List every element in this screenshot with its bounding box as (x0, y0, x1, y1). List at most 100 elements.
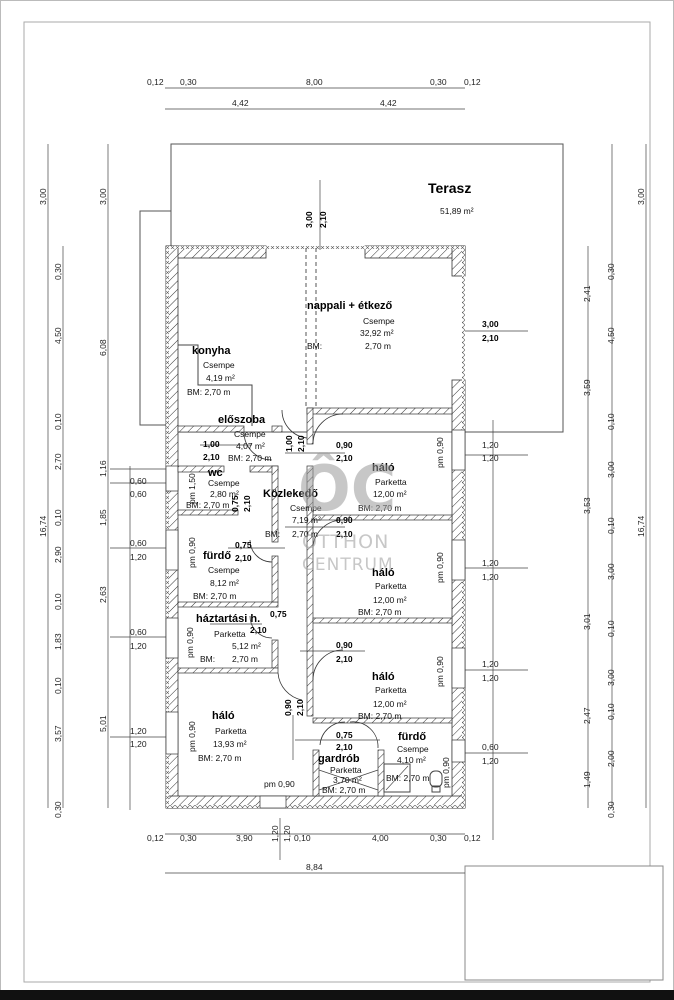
dim-label: 1,20 (130, 552, 147, 562)
dim-label: 3,00 (636, 188, 646, 205)
dim-label: 4,42 (232, 98, 249, 108)
room-halo-1: háló Parketta 12,00 m² BM: 2,70 m (358, 462, 407, 513)
room-bm: BM: 2,70 m (228, 453, 271, 463)
room-floor: Csempe (363, 316, 395, 326)
room-floor: Parketta (330, 765, 362, 775)
room-bm: BM: 2,70 m (386, 773, 429, 783)
dim-label: 0,10 (53, 593, 63, 610)
dims-bottom: 0,12 0,30 3,90 1,20 1,20 0,10 4,00 0,30 … (147, 825, 481, 872)
room-floor: Parketta (375, 581, 407, 591)
parapet-halo1: pm 0,90 (435, 437, 445, 468)
room-floor: Parketta (215, 726, 247, 736)
room-halo-4: háló Parketta 13,93 m² BM: 2,70 m (198, 710, 247, 763)
dim-label: 1,20 (130, 726, 147, 736)
dim-label: 1,20 (482, 673, 499, 683)
dim-label: 3,00 (98, 188, 108, 205)
room-area: 8,12 m² (210, 578, 239, 588)
room-furdo-2: fürdő Csempe 4,10 m² BM: 2,70 m (386, 731, 429, 783)
room-bm-label: BM: (265, 529, 280, 539)
room-name: háló (372, 567, 395, 579)
parapet-halo2: pm 0,90 (435, 552, 445, 583)
room-floor: Csempe (208, 565, 240, 575)
room-halo-3: háló Parketta 12,00 m² BM: 2,70 m (358, 671, 407, 721)
room-bm: BM: 2,70 m (358, 503, 401, 513)
parapet-wc: pm 1,50 (187, 473, 197, 504)
dims-left: 3,00 16,74 0,30 4,50 0,10 2,70 0,10 2,90… (38, 188, 147, 818)
parapet-furdo2: pm 0,90 (441, 757, 451, 788)
parapet-halo4-bottom: pm 0,90 (264, 779, 295, 789)
dim-label: 2,90 (53, 546, 63, 563)
dim-label: 1,16 (98, 460, 108, 477)
room-gardrob: gardrób Parketta 3,70 m² BM: 2,70 m (318, 753, 365, 795)
door-halo4-width: 0,90 (283, 699, 293, 716)
door-gardrob-width: 0,75 (336, 730, 353, 740)
dim-label: 3,53 (582, 497, 592, 514)
room-bm: BM: 2,70 m (186, 500, 229, 510)
door-halo2-height: 2,10 (336, 529, 353, 539)
room-haztartasi: háztartási h. Parketta 5,12 m² BM: 2,70 … (196, 613, 261, 664)
room-bm: BM: 2,70 m (198, 753, 241, 763)
room-area: 2,80 m² (210, 489, 239, 499)
room-bm-value: 2,70 m (232, 654, 258, 664)
room-name: háló (372, 462, 395, 474)
bottom-edge-bar (0, 990, 674, 1000)
dim-label: 2,00 (606, 750, 616, 767)
dim-label: 1,85 (98, 509, 108, 526)
room-name: wc (207, 467, 223, 479)
room-name: háló (372, 671, 395, 683)
room-name: Közlekedő (263, 488, 318, 500)
room-halo-2: háló Parketta 12,00 m² BM: 2,70 m (358, 567, 407, 617)
dims-top: 0,12 0,30 8,00 0,30 0,12 4,42 4,42 (147, 77, 481, 108)
watermark-line2: CENTRUM (302, 555, 394, 575)
door-terrace-height: 2,10 (318, 211, 328, 228)
room-bm-value: 2,70 m (292, 529, 318, 539)
dim-label: 0,30 (430, 833, 447, 843)
room-bm: BM: 2,70 m (187, 387, 230, 397)
dim-label: 2,70 (53, 453, 63, 470)
dim-label: 6,08 (98, 339, 108, 356)
room-name: konyha (192, 345, 231, 357)
drawing-frame (23, 21, 651, 983)
room-konyha: konyha Csempe 4,19 m² BM: 2,70 m (187, 345, 235, 397)
parapet-halo3: pm 0,90 (435, 656, 445, 687)
terrace-step-outline (139, 210, 171, 426)
title-block (464, 865, 664, 981)
dim-label: 3,90 (236, 833, 253, 843)
room-bm: BM: 2,70 m (322, 785, 365, 795)
room-floor: Csempe (203, 360, 235, 370)
room-area: 7,19 m² (292, 515, 321, 525)
parapet-halo4-left: pm 0,90 (187, 721, 197, 752)
wardrobe-shelves (318, 769, 379, 791)
door-halo4-height: 2,10 (295, 699, 305, 716)
room-area: 4,19 m² (206, 373, 235, 383)
dim-label: 0,10 (606, 703, 616, 720)
door-entrance-width: 1,00 (203, 439, 220, 449)
room-wc: wc Csempe 2,80 m² BM: 2,70 m (186, 467, 240, 510)
dim-label: 3,01 (582, 613, 592, 630)
dim-label: 0,30 (180, 77, 197, 87)
room-floor: Csempe (290, 503, 322, 513)
door-wc-width: 0,75 (230, 495, 240, 512)
toilet-tank (431, 785, 441, 793)
dim-label: 0,10 (53, 509, 63, 526)
room-bm: BM: 2,70 m (358, 607, 401, 617)
door-wc-height: 2,10 (242, 495, 252, 512)
room-floor: Parketta (214, 629, 246, 639)
dim-label: 0,30 (430, 77, 447, 87)
room-floor: Csempe (397, 744, 429, 754)
door-swings (243, 409, 379, 749)
door-halo3-width: 0,90 (336, 640, 353, 650)
watermark-line1: OTTHON (302, 531, 389, 553)
room-name: nappali + étkező (307, 300, 393, 312)
room-name: fürdő (203, 550, 231, 562)
room-floor: Csempe (234, 429, 266, 439)
kitchen-counter (178, 344, 253, 426)
dim-label: 0,30 (53, 263, 63, 280)
door-halo1-width: 0,90 (336, 440, 353, 450)
room-name: gardrób (318, 753, 360, 765)
dim-label: 1,20 (482, 440, 499, 450)
dim-label: 2,47 (582, 707, 592, 724)
dims-right: 3,00 16,74 0,30 4,50 0,10 3,00 0,10 3,00… (482, 188, 646, 818)
dim-label: 4,50 (606, 327, 616, 344)
dim-label: 0,10 (606, 517, 616, 534)
